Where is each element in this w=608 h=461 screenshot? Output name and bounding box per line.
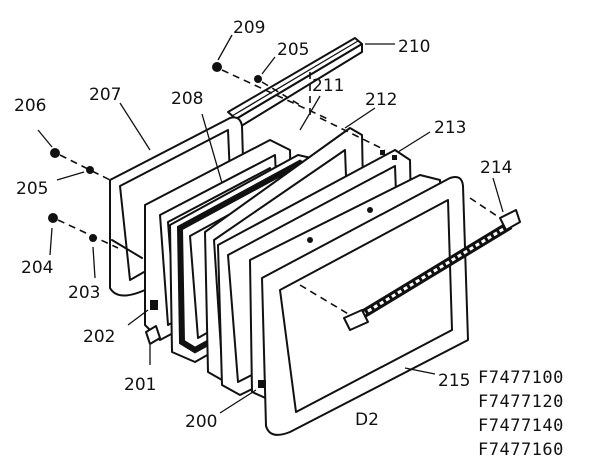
callout-212: 212	[365, 90, 397, 110]
hinge-bracket-part-202	[150, 300, 158, 310]
hinge-part-200	[258, 380, 266, 388]
door-handle-part-214	[343, 209, 521, 331]
callout-209: 209	[233, 18, 265, 38]
callout-206: 206	[14, 96, 46, 116]
callout-labels: 209 205 210 207 208 211 212 213 214 206 …	[14, 18, 512, 432]
top-channel-part-210	[227, 37, 363, 129]
callout-204: 204	[21, 258, 53, 278]
screw-part-206	[50, 148, 60, 158]
callout-203: 203	[68, 283, 100, 303]
model-number: F7477140	[478, 416, 564, 436]
washer-part-205-side	[86, 166, 94, 174]
hinge-pin-part-201	[145, 325, 161, 345]
assembly-lines	[57, 69, 501, 316]
callout-215: 215	[438, 371, 470, 391]
model-number: F7477100	[478, 368, 564, 388]
callout-208: 208	[171, 89, 203, 109]
callout-207: 207	[89, 85, 121, 105]
model-number: F7477160	[478, 440, 564, 460]
washer-part-205-top	[254, 75, 262, 83]
model-number-list: F7477100 F7477120 F7477140 F7477160	[478, 368, 564, 460]
callout-205-top: 205	[277, 40, 309, 60]
callout-200: 200	[185, 412, 217, 432]
screw-part-204	[48, 213, 58, 223]
callout-201: 201	[124, 375, 156, 395]
screw-part-209	[212, 62, 222, 72]
callout-211: 211	[312, 76, 344, 96]
panel-code-label: D2	[355, 410, 379, 430]
model-number: F7477120	[478, 392, 564, 412]
outer-door-panel-part-215: D2	[261, 176, 469, 436]
callout-202: 202	[83, 327, 115, 347]
callout-210: 210	[398, 37, 430, 57]
callout-214: 214	[480, 158, 512, 178]
callout-213: 213	[434, 118, 466, 138]
leader-lines	[37, 34, 504, 414]
callout-205-side: 205	[16, 179, 48, 199]
